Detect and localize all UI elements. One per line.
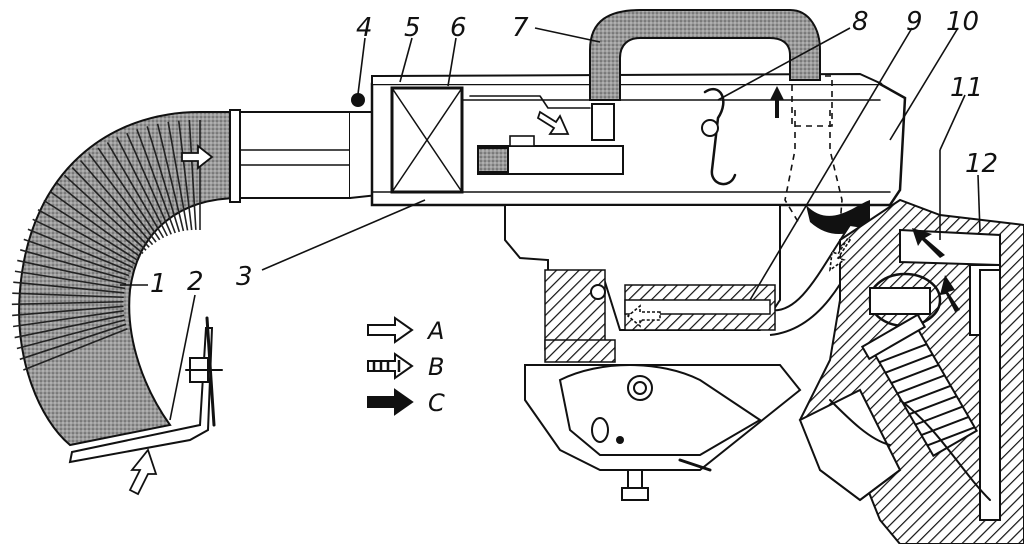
corrugated-hose [11,109,241,447]
spring-coil [920,416,970,436]
part-label-10: 10 [946,7,979,37]
hose-rib [14,314,125,339]
hose-rib [79,160,154,246]
hose-rib [146,126,181,233]
hose-rib [32,218,134,269]
part-label-8: 8 [852,7,869,37]
part-labels: 1 2 3 4 5 6 7 8 9 10 11 12 [150,7,998,299]
legend-item-a: A [367,316,444,345]
crankcase-arrow-icon [829,236,852,272]
hose-rib [56,182,144,255]
part-label-6: 6 [450,13,467,43]
hose-rib [167,121,189,231]
hose-rib [188,119,197,230]
spring-coil [878,343,928,364]
leader-lines [120,27,981,421]
part-label-4: 4 [356,13,373,43]
hose-rib [37,209,136,265]
hose-clamp [229,109,241,203]
legend-label-c: C [428,389,445,417]
hose-rib [23,238,130,277]
part-label-11: 11 [950,73,983,103]
inlet-flow-arrow-icon [128,448,158,496]
outline-arrow-icon [367,316,414,344]
oil-arrow-2-icon [940,275,960,312]
spring-coil [890,364,940,384]
spring-coil [908,395,958,416]
mixture-arrow-icon [626,304,661,328]
preheat-arrow-icon [770,86,784,100]
hose-rib [97,147,161,241]
legend-item-c: C [367,388,445,417]
cover-clip [351,93,365,107]
hose-rib [43,199,138,261]
part-label-7: 7 [512,13,529,43]
spring-coil [902,384,952,405]
inlet-bracket [68,316,223,464]
hose-rib [19,249,128,281]
part-label-9: 9 [906,7,923,37]
hose-rib [49,190,141,258]
flow-arrows [128,86,960,496]
hose-rib [136,129,176,234]
hose-rib [116,137,168,237]
air-filter-housing [351,72,907,226]
hose-rib [88,153,157,243]
part-label-2: 2 [187,267,204,297]
hot-air-pipe [589,9,821,101]
intake-tube [239,111,379,199]
spring-coil [896,374,946,395]
hose-rib [11,300,124,306]
hose-rib [23,327,128,371]
spring-coil [884,353,934,374]
hose-rib [14,270,126,290]
part-label-12: 12 [965,149,998,179]
hose-rib [126,132,172,235]
hose-rib [63,174,147,251]
hose-rib [16,319,126,350]
hose-rib [156,123,185,232]
hose-rib [177,120,193,231]
carburettor-body [504,204,802,501]
legend-label-b: B [428,353,444,381]
hose-rib [71,167,150,248]
hose-rib [17,259,127,285]
part-label-3: 3 [236,262,253,292]
valve-flow-arrow-icon [536,110,570,135]
legend-item-b: B [367,352,444,381]
legend-label-a: A [426,317,444,345]
hose-flow-arrow-icon [181,144,214,170]
part-label-5: 5 [404,13,421,43]
hose-rib [12,310,124,328]
part-label-1: 1 [150,269,167,299]
hose-rib [12,292,124,299]
hose-rib [13,281,125,294]
oil-arrow-icon [912,228,945,258]
dashed-arrow-icon [372,360,401,372]
cylinder-head [798,198,1024,544]
thermostat-clip [701,119,719,137]
solid-arrow-icon [367,388,414,416]
hose-rib [12,305,124,317]
arrow-legend: A B C [367,316,445,417]
hose-rib [106,142,165,239]
hose-rib [27,228,132,273]
spring-coil [926,426,976,447]
hose-rib [19,323,127,361]
